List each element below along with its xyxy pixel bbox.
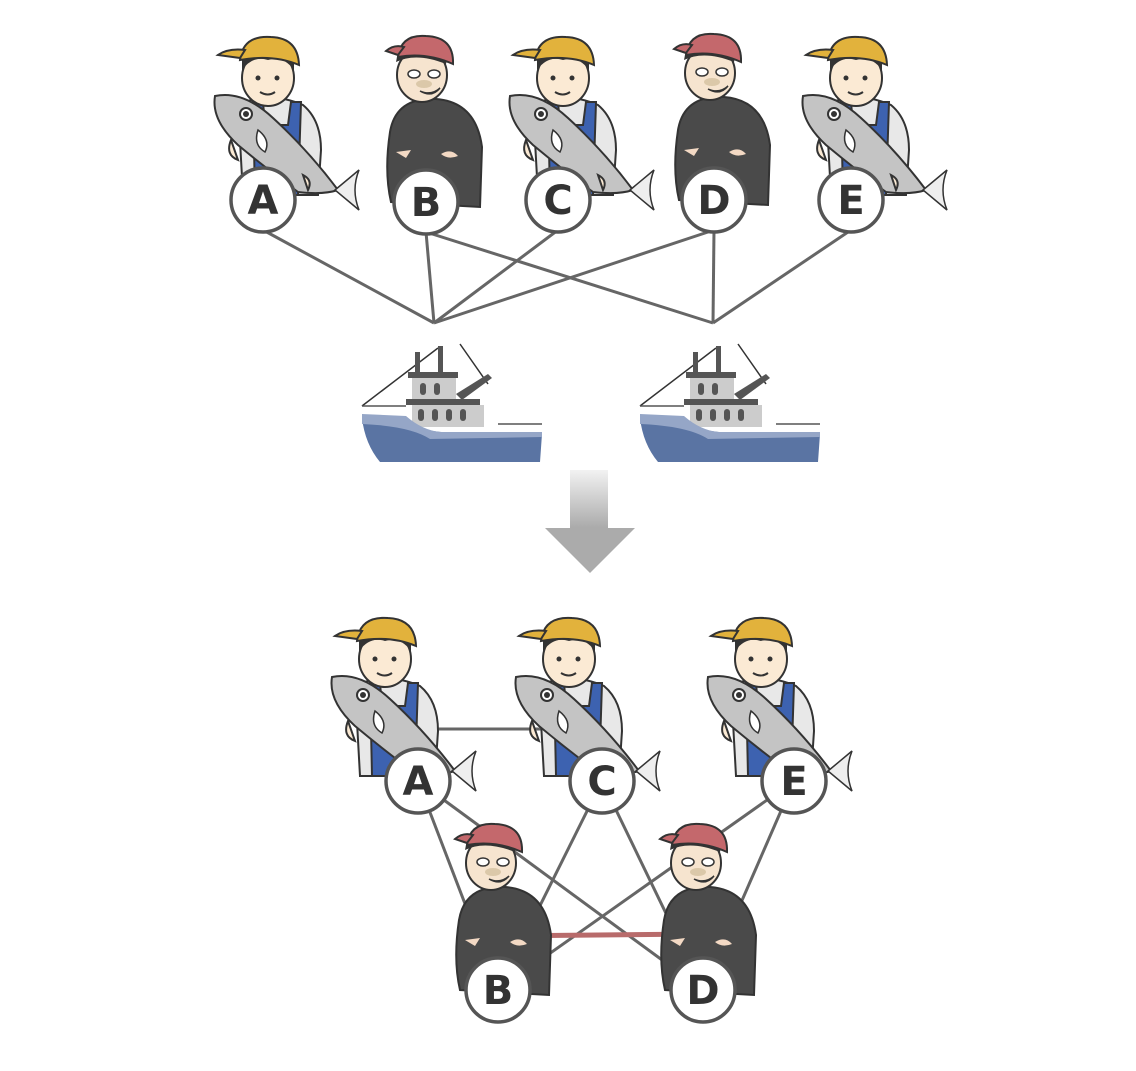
node-circle (464, 956, 532, 1024)
node-label: B (411, 180, 442, 226)
node-circle (229, 166, 297, 234)
node-circle (392, 168, 460, 236)
boat-icon (361, 343, 543, 463)
node-label: E (837, 178, 864, 224)
node-label: D (697, 178, 730, 224)
person-B-suspect: B (385, 34, 483, 236)
node-label: C (543, 178, 572, 224)
boats (361, 343, 821, 463)
node-label: B (483, 968, 514, 1014)
node-circle (817, 166, 885, 234)
node-circle (568, 747, 636, 815)
node-label: E (780, 759, 807, 805)
edge-A-D (417, 779, 704, 992)
transform-arrow (545, 470, 635, 573)
node-circle (760, 747, 828, 815)
node-circle (680, 166, 748, 234)
node-label: C (587, 759, 616, 805)
node-circle (384, 747, 452, 815)
top-edges (262, 228, 852, 325)
node-label: A (248, 178, 279, 224)
person-E-fisherman: E (706, 616, 853, 815)
person-D-suspect: D (659, 822, 757, 1024)
edge-D-boat1 (433, 228, 715, 325)
person-E-fisherman: E (801, 35, 948, 234)
edge-C-boat1 (433, 228, 559, 325)
node-label: A (403, 759, 434, 805)
edge-B-boat1 (424, 231, 436, 324)
top-people: A B C D E (213, 32, 948, 236)
person-C-fisherman: C (514, 616, 661, 815)
edge-E-boat2 (712, 228, 852, 325)
node-circle (524, 166, 592, 234)
bottom-people: A C E B D (330, 616, 853, 1024)
person-A-fisherman: A (213, 35, 360, 234)
edge-A-boat1 (262, 228, 435, 325)
person-B-suspect: B (454, 822, 552, 1024)
person-A-fisherman: A (330, 616, 477, 815)
person-C-fisherman: C (508, 35, 655, 234)
node-circle (669, 956, 737, 1024)
person-D-suspect: D (673, 32, 771, 234)
edge-D-boat2 (711, 229, 716, 324)
boat-icon (639, 343, 821, 463)
node-label: D (686, 968, 719, 1014)
edge-B-boat2 (425, 230, 714, 325)
